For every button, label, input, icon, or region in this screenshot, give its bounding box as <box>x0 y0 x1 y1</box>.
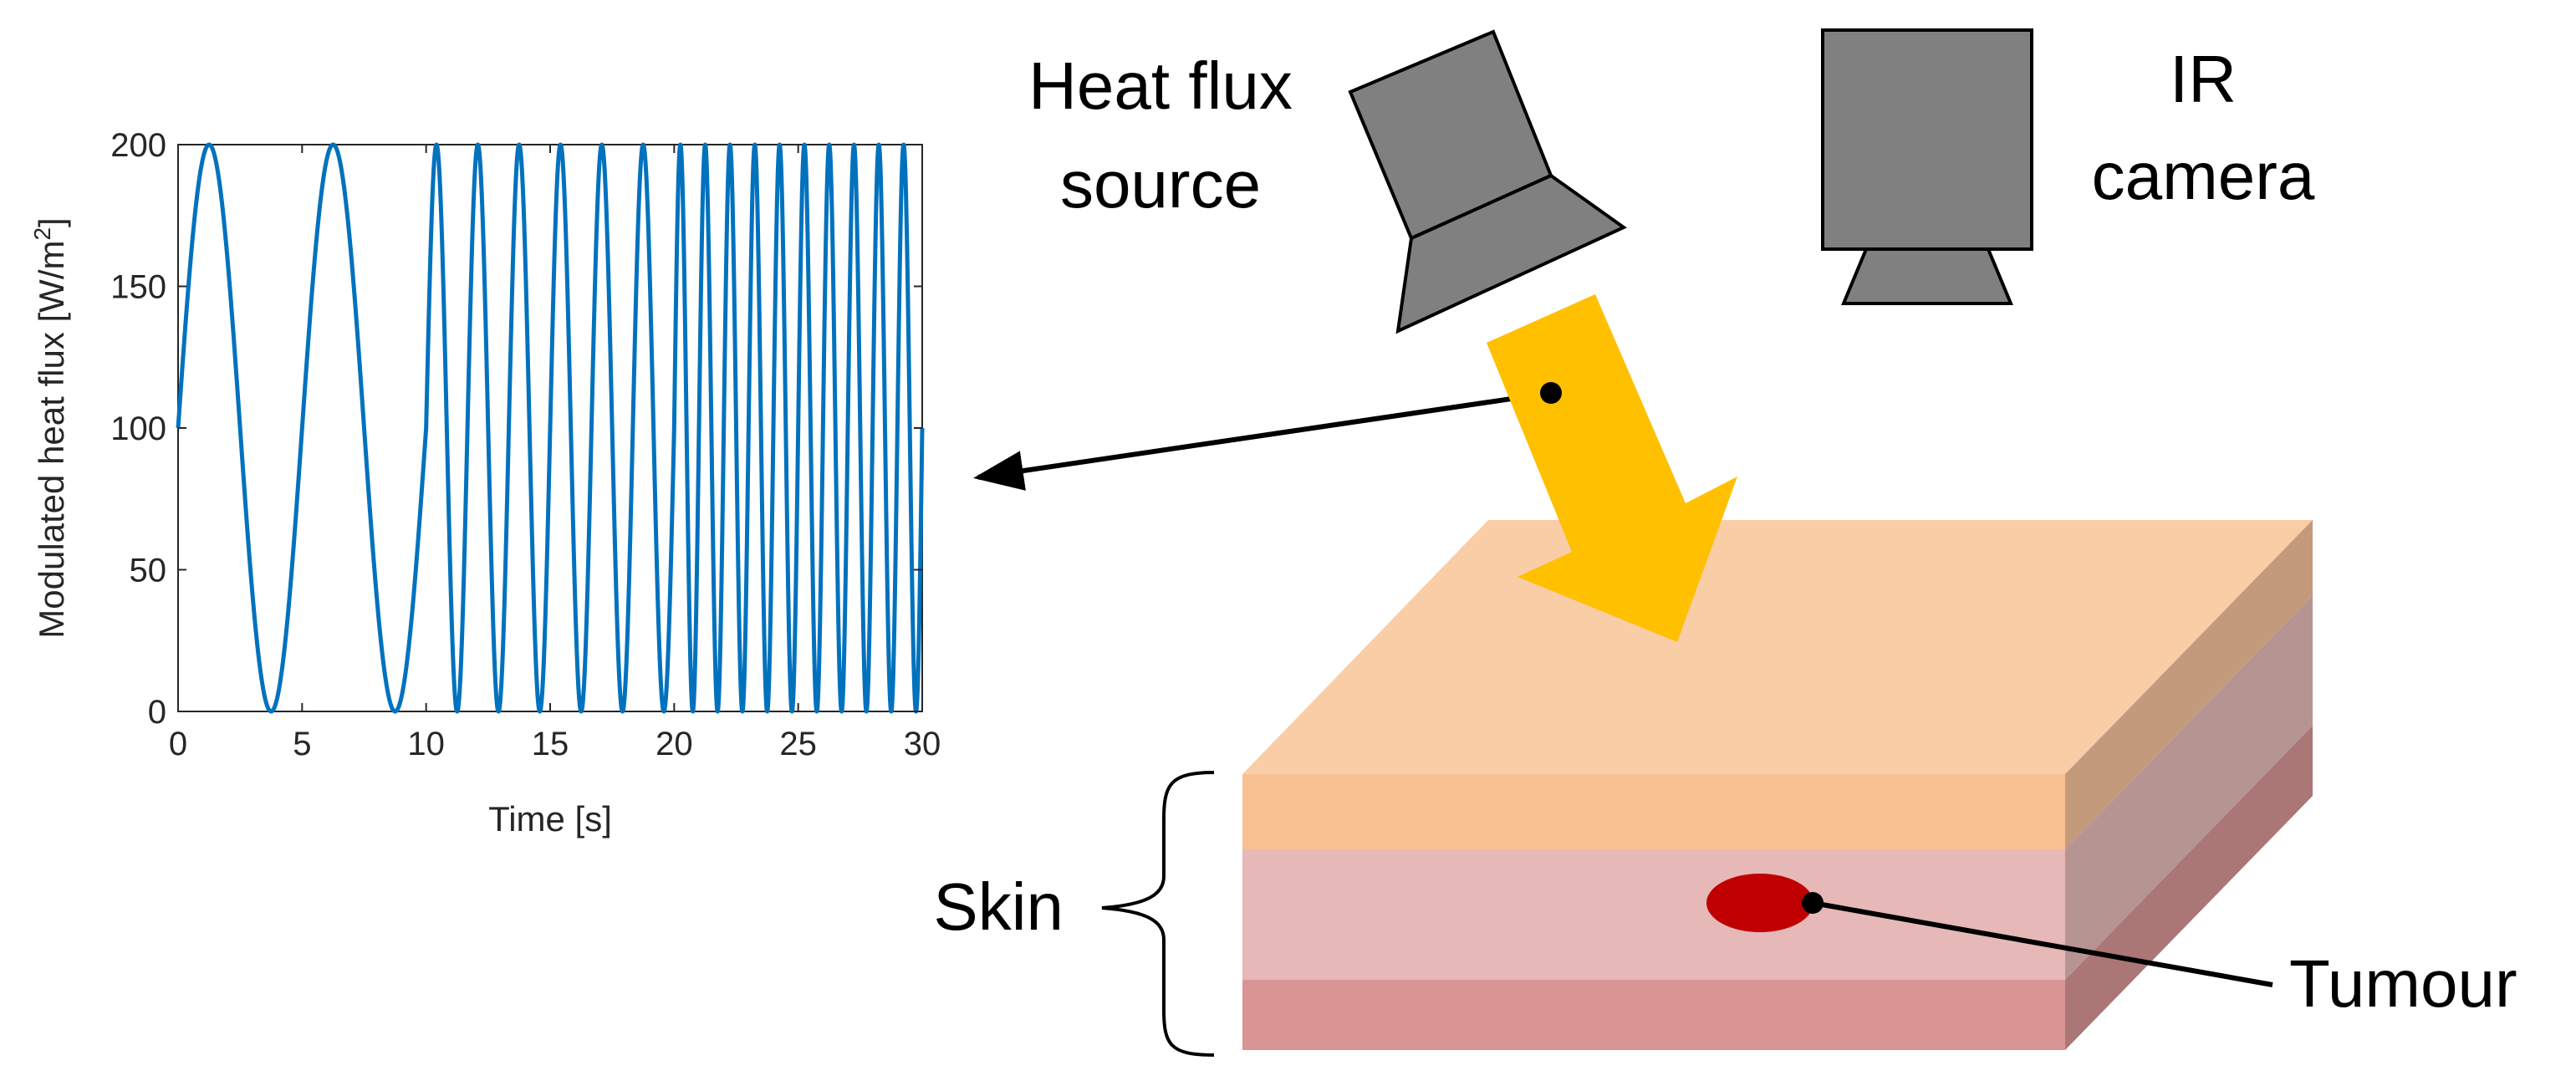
x-tick-label: 5 <box>293 726 311 762</box>
heat-source-label-line1: Heat flux <box>1028 48 1293 123</box>
skin-top-face <box>1242 520 2313 774</box>
y-tick-label: 50 <box>130 553 167 589</box>
heat-flux-signal-line <box>176 142 925 714</box>
x-tick-label: 15 <box>532 726 569 762</box>
y-axis-ticks: 0 50 100 150 200 <box>110 127 922 731</box>
heat-source-nozzle <box>1395 173 1627 334</box>
skin-label: Skin <box>933 869 1064 944</box>
x-tick-label: 30 <box>904 726 941 762</box>
skin-brace <box>1101 771 1215 1057</box>
heat-source-label-line2: source <box>1060 147 1261 222</box>
ir-camera-label-line2: camera <box>2092 139 2315 213</box>
ir-camera-label-line1: IR <box>2170 42 2237 116</box>
x-axis-ticks: 0 5 10 15 20 25 30 <box>169 145 941 762</box>
skin-block <box>1242 520 2313 1050</box>
x-tick-label: 25 <box>779 726 817 762</box>
y-tick-label: 100 <box>110 410 166 447</box>
skin-layer3-right <box>2065 726 2313 1050</box>
skin-layer2-right <box>2065 595 2313 980</box>
x-tick-label: 10 <box>407 726 445 762</box>
x-axis-label: Time [s] <box>488 799 612 839</box>
y-tick-label: 150 <box>110 269 166 306</box>
skin-layer2-front <box>1242 849 2065 980</box>
beam-connector-dot <box>1540 382 1562 404</box>
y-tick-label: 0 <box>148 694 166 731</box>
tumour-connector-line <box>1812 900 2273 987</box>
ir-camera-body <box>1821 28 2033 251</box>
skin-layer1-right <box>2065 520 2313 849</box>
tumour-label: Tumour <box>2289 946 2517 1021</box>
tumour-shape <box>1706 874 1813 932</box>
x-tick-label: 20 <box>655 726 693 762</box>
skin-layer1-front <box>1242 774 2065 849</box>
x-tick-label: 0 <box>169 726 187 762</box>
ir-camera-lens <box>1841 247 2013 305</box>
ir-camera-icon <box>1821 28 2033 305</box>
connector-arrow <box>973 390 1552 491</box>
y-tick-label: 200 <box>110 127 166 164</box>
heat-flux-chart: 0 5 10 15 20 25 30 0 50 100 150 200 Time [s] Modul… <box>29 127 941 839</box>
heat-beam-arrow <box>1487 294 1737 642</box>
heat-flux-source-icon <box>1348 29 1627 334</box>
y-axis-label: Modulated heat flux [W/m2] <box>29 217 71 638</box>
skin-layer3-front <box>1242 980 2065 1050</box>
